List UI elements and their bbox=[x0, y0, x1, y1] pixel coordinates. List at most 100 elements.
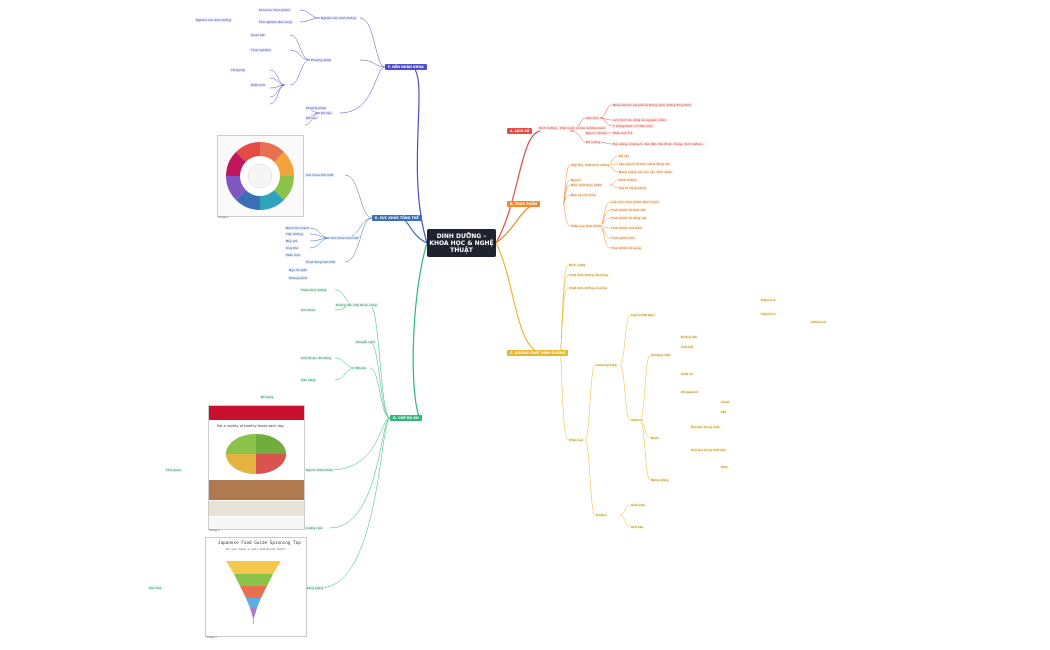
nutrient-sub[interactable]: Vitamin D bbox=[810, 320, 827, 324]
branch-food[interactable]: B. THỰC PHẨM bbox=[507, 201, 541, 207]
food-sub[interactable]: Dinh dưỡng bbox=[618, 178, 638, 182]
nutrient-item[interactable]: Nước bbox=[650, 436, 660, 440]
nutrient-sub[interactable]: Canxi bbox=[720, 400, 731, 404]
nutrient-item[interactable]: Lipid (chất béo) bbox=[630, 313, 656, 317]
research-sub[interactable]: Thực nghiệm bbox=[250, 48, 272, 52]
nutrient-sub[interactable]: Cholesterol bbox=[680, 390, 699, 394]
canada-title: Eat well. Live well. bbox=[231, 411, 293, 418]
japan-subtitle: Do you have a well-balanced diet? bbox=[226, 547, 286, 551]
health-sub[interactable]: Bệnh tim mạch bbox=[285, 226, 310, 230]
root-title[interactable]: DINH DƯỠNG – KHOA HỌC & NGHỆ THUẬT bbox=[427, 229, 496, 257]
branch-nutrients[interactable]: C. DƯỠNG CHẤT DINH DƯỠNG bbox=[507, 350, 569, 356]
nutrient-sub[interactable]: Axit béo bbox=[630, 525, 645, 529]
food-item[interactable]: Nguồn bbox=[570, 178, 582, 182]
nutrient-item[interactable]: Carbohydrate bbox=[595, 363, 618, 367]
nutrient-sub[interactable]: Kẽm bbox=[720, 465, 729, 469]
research-item[interactable]: Dữ liệu bbox=[320, 111, 333, 115]
research-item[interactable]: Khoa học thực phẩm bbox=[258, 8, 291, 12]
research-sub[interactable]: Nghiên cứu dinh dưỡng bbox=[195, 18, 232, 22]
spinning-top-icon bbox=[226, 561, 281, 624]
nutrient-sub[interactable]: Vitamin C bbox=[760, 312, 777, 316]
research-item[interactable]: Nghiên cứu dinh dưỡng bbox=[320, 16, 357, 20]
health-sub[interactable]: Miễn dịch bbox=[285, 253, 302, 257]
diet-item[interactable]: Khuyến nghị bbox=[355, 340, 376, 344]
nutrient-item[interactable]: Chất dinh dưỡng vi lượng bbox=[568, 286, 608, 290]
food-item[interactable]: Hấp thụ, chất dinh dưỡng bbox=[570, 163, 611, 167]
diet-sub[interactable]: Năng lượng bbox=[305, 586, 325, 590]
history-item[interactable]: Cấu trúc bbox=[585, 116, 600, 120]
research-sub[interactable]: Dữ liệu bbox=[305, 116, 318, 120]
food-sub[interactable]: Giá trị năng lượng bbox=[618, 186, 648, 190]
health-item[interactable]: Sức khỏe tinh thần bbox=[330, 236, 361, 240]
food-sub[interactable]: Rễ cây bbox=[618, 154, 631, 158]
history-sub[interactable]: Phân loại 5.3 bbox=[612, 131, 634, 135]
health-item[interactable]: Phòng bệnh bbox=[288, 276, 308, 280]
canada-subtitle: Eat a variety of healthy foods each day bbox=[217, 424, 284, 428]
diet-item[interactable]: Đĩa ăn bbox=[355, 366, 367, 370]
food-sub[interactable]: Thực phẩm từ động vật bbox=[610, 216, 648, 220]
food-sub[interactable]: Thực phẩm chế biến bbox=[610, 226, 643, 230]
research-sub[interactable]: Phương pháp bbox=[305, 106, 327, 110]
health-item[interactable]: Sức khỏe thể chất bbox=[305, 173, 335, 177]
nutrient-sub[interactable]: Chất xơ bbox=[680, 372, 694, 376]
diet-item[interactable]: Tháp dinh dưỡng bbox=[300, 288, 328, 292]
food-sub[interactable]: Thực phẩm từ thực vật bbox=[610, 208, 647, 212]
nutrient-item[interactable]: Phân loại bbox=[568, 438, 584, 442]
nutrient-sub[interactable]: Năng lượng bbox=[650, 478, 670, 482]
branch-research[interactable]: F. NỀN NHÂN KHOA bbox=[385, 64, 427, 70]
research-item[interactable]: Phương pháp bbox=[310, 58, 332, 62]
diet-sub[interactable]: Văn hóa bbox=[148, 586, 163, 590]
history-item[interactable]: Dinh dưỡng – Khái niệm cơ bản & Khái niệ… bbox=[538, 126, 607, 130]
canada-guide-image: Eat well. Live well. Eat a variety of he… bbox=[208, 405, 305, 530]
wheel-icon bbox=[226, 142, 294, 210]
food-item[interactable]: Bảo vệ sức khỏe bbox=[570, 193, 597, 197]
food-sub[interactable]: Lấy nguồn từ thực vật & động vật bbox=[618, 162, 671, 166]
diet-item[interactable]: Hướng dẫn chế độ ăn uống bbox=[335, 303, 378, 307]
nutrient-item[interactable]: Protein bbox=[595, 513, 608, 517]
branch-history[interactable]: 4. LỊCH SỬ bbox=[507, 128, 533, 134]
japan-title: Japanese Food Guide Spinning Top bbox=[218, 541, 301, 546]
history-sub[interactable]: Đề cương chương 5, dẫn đến chế độ ăn chu… bbox=[612, 142, 706, 146]
food-item[interactable]: Biến chất thực phẩm bbox=[570, 183, 604, 187]
nutrient-sub[interactable]: Hòa tan trong chất béo bbox=[690, 448, 727, 452]
nutrient-item[interactable]: Vitamin bbox=[630, 418, 644, 422]
research-sub[interactable]: Quan sát bbox=[250, 33, 266, 37]
nutrient-item[interactable]: Định nghĩa bbox=[568, 263, 587, 267]
diet-sub[interactable]: Nguồn tham khảo bbox=[305, 468, 334, 472]
research-item[interactable]: Thử nghiệm lâm sàng bbox=[258, 20, 293, 24]
branch-diet[interactable]: D. CHẾ ĐỘ ĂN bbox=[390, 415, 422, 421]
nutrient-sub[interactable]: Tinh bột bbox=[680, 345, 695, 349]
diet-item[interactable]: Chế độ ăn cân bằng bbox=[300, 356, 333, 360]
diet-sub[interactable]: Thói quen bbox=[165, 468, 182, 472]
nutrient-sub[interactable]: Vitamin A bbox=[760, 298, 777, 302]
food-sub[interactable]: Lựa chọn thực phẩm lành mạnh bbox=[610, 200, 660, 204]
nutrient-item[interactable]: Chất dinh dưỡng đa lượng bbox=[568, 273, 609, 277]
research-sub[interactable]: Phân tích bbox=[250, 83, 266, 87]
nutrient-sub[interactable]: Axit amin bbox=[630, 503, 647, 507]
food-sub[interactable]: Thực phẩm tươi bbox=[610, 236, 636, 240]
health-item[interactable]: Hoạt động thể chất bbox=[305, 260, 337, 264]
diet-item[interactable]: Sức khỏe bbox=[300, 308, 316, 312]
nutrient-sub[interactable]: Đường đơn bbox=[680, 335, 699, 339]
health-sub[interactable]: Tiểu đường bbox=[285, 232, 304, 236]
research-sub[interactable]: Tổng hợp bbox=[230, 68, 247, 72]
diet-sub[interactable]: Lượng calo bbox=[305, 526, 324, 530]
health-sub[interactable]: Béo phì bbox=[285, 239, 299, 243]
health-sub[interactable]: Ung thư bbox=[285, 246, 299, 250]
history-item[interactable]: Nguồn dữ liệu bbox=[585, 131, 608, 135]
food-sub[interactable]: Thực phẩm bổ sung bbox=[610, 246, 642, 250]
health-item[interactable]: Ngủ đủ giấc bbox=[288, 268, 308, 272]
nutrient-sub[interactable]: Hòa tan trong nước bbox=[690, 425, 721, 429]
history-sub[interactable]: Nhiều khiếm khuyết hệ thống dinh dưỡng đ… bbox=[612, 103, 692, 107]
history-item[interactable]: Đề cương bbox=[585, 140, 602, 144]
diet-item[interactable]: Bổ sung bbox=[260, 395, 275, 399]
history-sub[interactable]: Ý tưởng khác, có điều kiện bbox=[612, 124, 654, 128]
history-sub[interactable]: Lịch trình ăn uống và nguyên nhân bbox=[612, 118, 667, 122]
food-item[interactable]: Phân loại thực phẩm bbox=[570, 224, 603, 228]
diet-item[interactable]: Cân nặng bbox=[300, 378, 317, 382]
branch-health[interactable]: E. SỨC KHỎE TỔNG THỂ bbox=[372, 215, 422, 221]
food-sub[interactable]: Năng lượng cần cho các chức năng bbox=[618, 170, 673, 174]
nutrient-sub[interactable]: Sắt bbox=[720, 410, 727, 414]
nutrient-item[interactable]: Khoáng chất bbox=[650, 353, 671, 357]
